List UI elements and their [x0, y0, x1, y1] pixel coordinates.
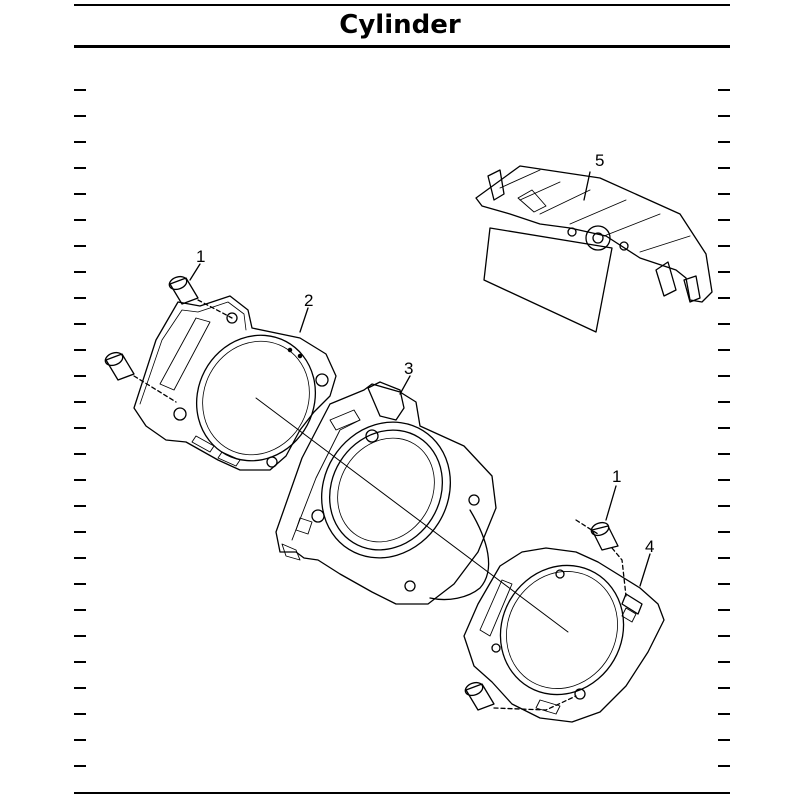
margin-tick: [74, 583, 86, 585]
leader-line-4: [639, 553, 651, 587]
margin-tick: [718, 323, 730, 325]
margin-tick: [74, 453, 86, 455]
margin-tick: [718, 765, 730, 767]
margin-tick: [74, 401, 86, 403]
margin-tick: [718, 219, 730, 221]
margin-tick: [74, 245, 86, 247]
margin-tick: [74, 557, 86, 559]
leader-line-2: [299, 307, 309, 333]
callout-3: 3: [404, 359, 413, 378]
margin-tick: [718, 115, 730, 117]
dowel-pin-upper-a: [168, 275, 199, 305]
margin-tick: [718, 531, 730, 533]
margin-tick: [718, 167, 730, 169]
margin-tick: [718, 453, 730, 455]
callout-1-upper: 1: [196, 247, 205, 266]
leader-line-1-upper: [189, 263, 201, 281]
base-gasket-part: [463, 547, 665, 723]
margin-tick: [74, 349, 86, 351]
margin-tick: [718, 401, 730, 403]
margin-tick: [74, 323, 86, 325]
callout-1-lower: 1: [612, 467, 621, 486]
margin-tick: [74, 271, 86, 273]
margin-tick: [718, 713, 730, 715]
margin-tick: [718, 505, 730, 507]
margin-tick: [74, 375, 86, 377]
margin-tick: [718, 427, 730, 429]
margin-tick: [718, 661, 730, 663]
margin-tick: [718, 479, 730, 481]
margin-tick: [718, 245, 730, 247]
head-gasket-part: [133, 295, 337, 471]
margin-tick: [718, 375, 730, 377]
margin-tick: [74, 505, 86, 507]
margin-tick: [74, 89, 86, 91]
margin-tick: [718, 297, 730, 299]
margin-tick: [74, 141, 86, 143]
dowel-pin-lower-a: [590, 521, 619, 551]
margin-tick: [718, 271, 730, 273]
margin-tick: [74, 531, 86, 533]
piston-part: [475, 165, 713, 333]
margin-tick: [718, 89, 730, 91]
dowel-pin-lower-b: [464, 681, 495, 711]
margin-tick: [74, 713, 86, 715]
bottom-rule: [74, 792, 730, 794]
page-title: Cylinder: [339, 10, 461, 40]
leader-line-3: [399, 375, 411, 395]
margin-tick: [718, 557, 730, 559]
callout-2: 2: [304, 291, 313, 310]
margin-tick: [718, 349, 730, 351]
margin-tick: [74, 479, 86, 481]
margin-tick: [718, 583, 730, 585]
title-underline: [74, 45, 730, 48]
margin-tick: [74, 115, 86, 117]
margin-tick: [74, 427, 86, 429]
margin-tick: [718, 635, 730, 637]
top-rule: [74, 4, 730, 6]
margin-tick: [74, 687, 86, 689]
cylinder-axis-line: [255, 397, 569, 633]
margin-tick: [718, 609, 730, 611]
leader-line-1-lower: [605, 485, 617, 521]
margin-tick: [74, 635, 86, 637]
margin-tick: [718, 739, 730, 741]
margin-tick: [74, 609, 86, 611]
margin-tick: [718, 687, 730, 689]
cylinder-part: [275, 381, 497, 605]
margin-tick: [74, 167, 86, 169]
margin-tick: [718, 141, 730, 143]
margin-tick: [74, 219, 86, 221]
margin-tick: [74, 193, 86, 195]
callout-5: 5: [595, 151, 604, 170]
callout-4: 4: [645, 537, 654, 556]
dowel-pin-upper-b: [104, 351, 135, 381]
margin-tick: [74, 297, 86, 299]
leader-line-5: [583, 171, 591, 201]
margin-tick: [74, 661, 86, 663]
margin-tick: [74, 739, 86, 741]
margin-tick: [718, 193, 730, 195]
margin-tick: [74, 765, 86, 767]
